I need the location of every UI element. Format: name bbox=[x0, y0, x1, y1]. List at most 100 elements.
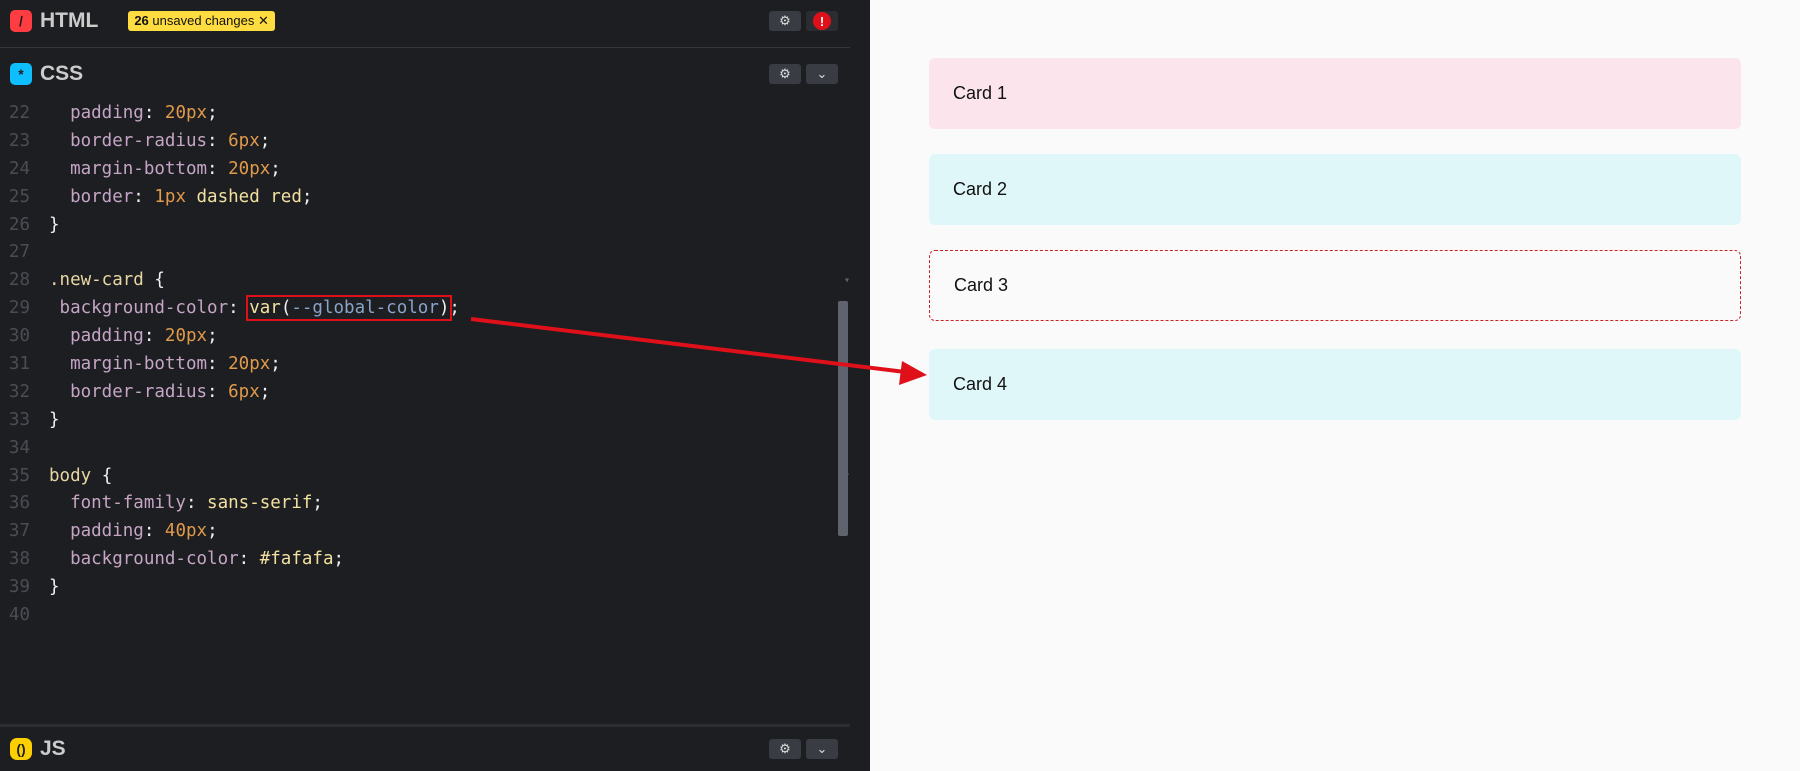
card-1: Card 1 bbox=[929, 58, 1741, 129]
line-number: 25 bbox=[8, 186, 30, 207]
code-token: { bbox=[154, 270, 165, 291]
code-token: } bbox=[49, 577, 60, 598]
code-line: 34 bbox=[0, 434, 836, 462]
line-number: 22 bbox=[8, 102, 30, 123]
scrollbar[interactable] bbox=[838, 301, 848, 536]
code-token: ; bbox=[333, 549, 345, 570]
code-token: margin-bottom bbox=[49, 353, 208, 374]
html-panel-header[interactable]: / HTML 26 unsaved changes ✕ ⚙ ! bbox=[0, 0, 850, 42]
css-panel-title: CSS bbox=[40, 61, 84, 85]
code-line: 40 bbox=[0, 601, 836, 629]
code-line: 28 ▾ .new-card { bbox=[0, 266, 850, 294]
unsaved-changes-badge[interactable]: 26 unsaved changes ✕ bbox=[128, 11, 275, 31]
code-line: 25 border: 1px dashed red; bbox=[0, 183, 836, 211]
code-token: padding bbox=[49, 102, 144, 123]
card-2: Card 2 bbox=[929, 154, 1741, 225]
card-3: Card 3 bbox=[929, 250, 1741, 321]
css-code[interactable]: 22 padding: 20px;23 border-radius: 6px;2… bbox=[0, 99, 850, 629]
code-token: ; bbox=[301, 186, 313, 207]
line-number: 33 bbox=[8, 409, 30, 430]
fold-icon[interactable]: ▾ bbox=[843, 274, 850, 286]
code-token: ; bbox=[259, 381, 271, 402]
badge-text: unsaved changes bbox=[152, 13, 255, 28]
line-number: 32 bbox=[8, 381, 30, 402]
line-number: 29 bbox=[8, 298, 30, 319]
code-line: 33} bbox=[0, 406, 836, 434]
line-number: 24 bbox=[8, 158, 30, 179]
slash-icon: / bbox=[10, 10, 32, 32]
chevron-down-icon[interactable]: ⌄ bbox=[806, 739, 838, 759]
code-token: border-radius bbox=[49, 381, 208, 402]
code-token: } bbox=[49, 409, 60, 430]
gear-icon[interactable]: ⚙ bbox=[769, 63, 801, 84]
code-line: 37 padding: 40px; bbox=[0, 517, 836, 545]
line-number: 35 bbox=[8, 465, 30, 486]
code-token: ; bbox=[207, 102, 218, 123]
close-icon[interactable]: ✕ bbox=[257, 13, 269, 28]
js-panel-header[interactable]: () JS ⚙ ⌄ bbox=[0, 724, 850, 771]
line-number: 28 bbox=[8, 270, 30, 291]
code-token: : bbox=[238, 549, 260, 570]
line-number: 36 bbox=[8, 493, 30, 514]
highlighted-var: var(--global-color) bbox=[246, 295, 453, 322]
code-token: sans-serif bbox=[207, 493, 313, 514]
code-line: 27 bbox=[0, 238, 836, 266]
gear-icon[interactable]: ⚙ bbox=[769, 11, 801, 31]
code-line: 39} bbox=[0, 573, 836, 601]
code-token: ; bbox=[312, 493, 323, 514]
line-number: 23 bbox=[8, 130, 30, 151]
code-token: padding bbox=[49, 521, 144, 542]
gear-icon[interactable]: ⚙ bbox=[769, 739, 801, 759]
code-token: border bbox=[49, 186, 134, 207]
code-line: 22 padding: 20px; bbox=[0, 99, 836, 127]
code-token: ; bbox=[207, 521, 218, 542]
code-token: padding bbox=[49, 326, 144, 347]
css-panel-header[interactable]: * CSS ⚙ ⌄ bbox=[0, 50, 850, 97]
code-token: : bbox=[133, 186, 155, 207]
code-token: #fafafa bbox=[259, 549, 334, 570]
html-panel-title: HTML bbox=[40, 9, 99, 32]
code-token: : bbox=[207, 353, 229, 374]
code-token: : bbox=[143, 326, 165, 347]
code-token: : bbox=[143, 521, 165, 542]
code-token: ; bbox=[449, 298, 460, 319]
code-line: 24 margin-bottom: 20px; bbox=[0, 155, 836, 183]
code-line: 29 background-color: var(--global-color)… bbox=[0, 294, 836, 322]
code-token: border-radius bbox=[49, 130, 208, 151]
code-token: background-color bbox=[49, 549, 239, 570]
code-token: : bbox=[207, 158, 229, 179]
code-token: : bbox=[228, 298, 250, 319]
line-number: 39 bbox=[8, 577, 30, 598]
code-token: { bbox=[101, 465, 113, 486]
code-line: 36 font-family: sans-serif; bbox=[0, 489, 836, 517]
code-line: 32 border-radius: 6px; bbox=[0, 378, 836, 406]
code-token: margin-bottom bbox=[49, 158, 208, 179]
code-token: 20px bbox=[164, 326, 208, 347]
code-token: font-family bbox=[49, 493, 186, 514]
error-alert-icon[interactable]: ! bbox=[806, 11, 838, 31]
asterisk-icon: * bbox=[10, 62, 32, 85]
code-editor: / HTML 26 unsaved changes ✕ ⚙ ! * CSS ⚙ … bbox=[0, 0, 870, 771]
code-token: 6px bbox=[228, 130, 260, 151]
code-line: 26} bbox=[0, 211, 836, 239]
code-token: 20px bbox=[228, 353, 271, 374]
code-token: 20px bbox=[164, 102, 208, 123]
code-token: .new-card bbox=[49, 270, 155, 291]
line-number: 37 bbox=[8, 521, 30, 542]
code-token: : bbox=[207, 130, 229, 151]
chevron-down-icon[interactable]: ⌄ bbox=[806, 63, 838, 84]
code-token: ; bbox=[270, 158, 281, 179]
code-token: background-color bbox=[49, 298, 229, 319]
line-number: 27 bbox=[8, 242, 30, 263]
code-token: ; bbox=[207, 326, 218, 347]
code-line: 23 border-radius: 6px; bbox=[0, 127, 836, 155]
code-line: 30 padding: 20px; bbox=[0, 322, 836, 350]
js-panel-title: JS bbox=[40, 737, 66, 760]
code-token: dashed red bbox=[185, 186, 302, 207]
line-number: 34 bbox=[8, 437, 30, 458]
line-number: 31 bbox=[8, 353, 30, 374]
alert-glyph: ! bbox=[813, 12, 831, 30]
arrow-line bbox=[470, 317, 906, 374]
braces-icon: () bbox=[10, 738, 32, 760]
